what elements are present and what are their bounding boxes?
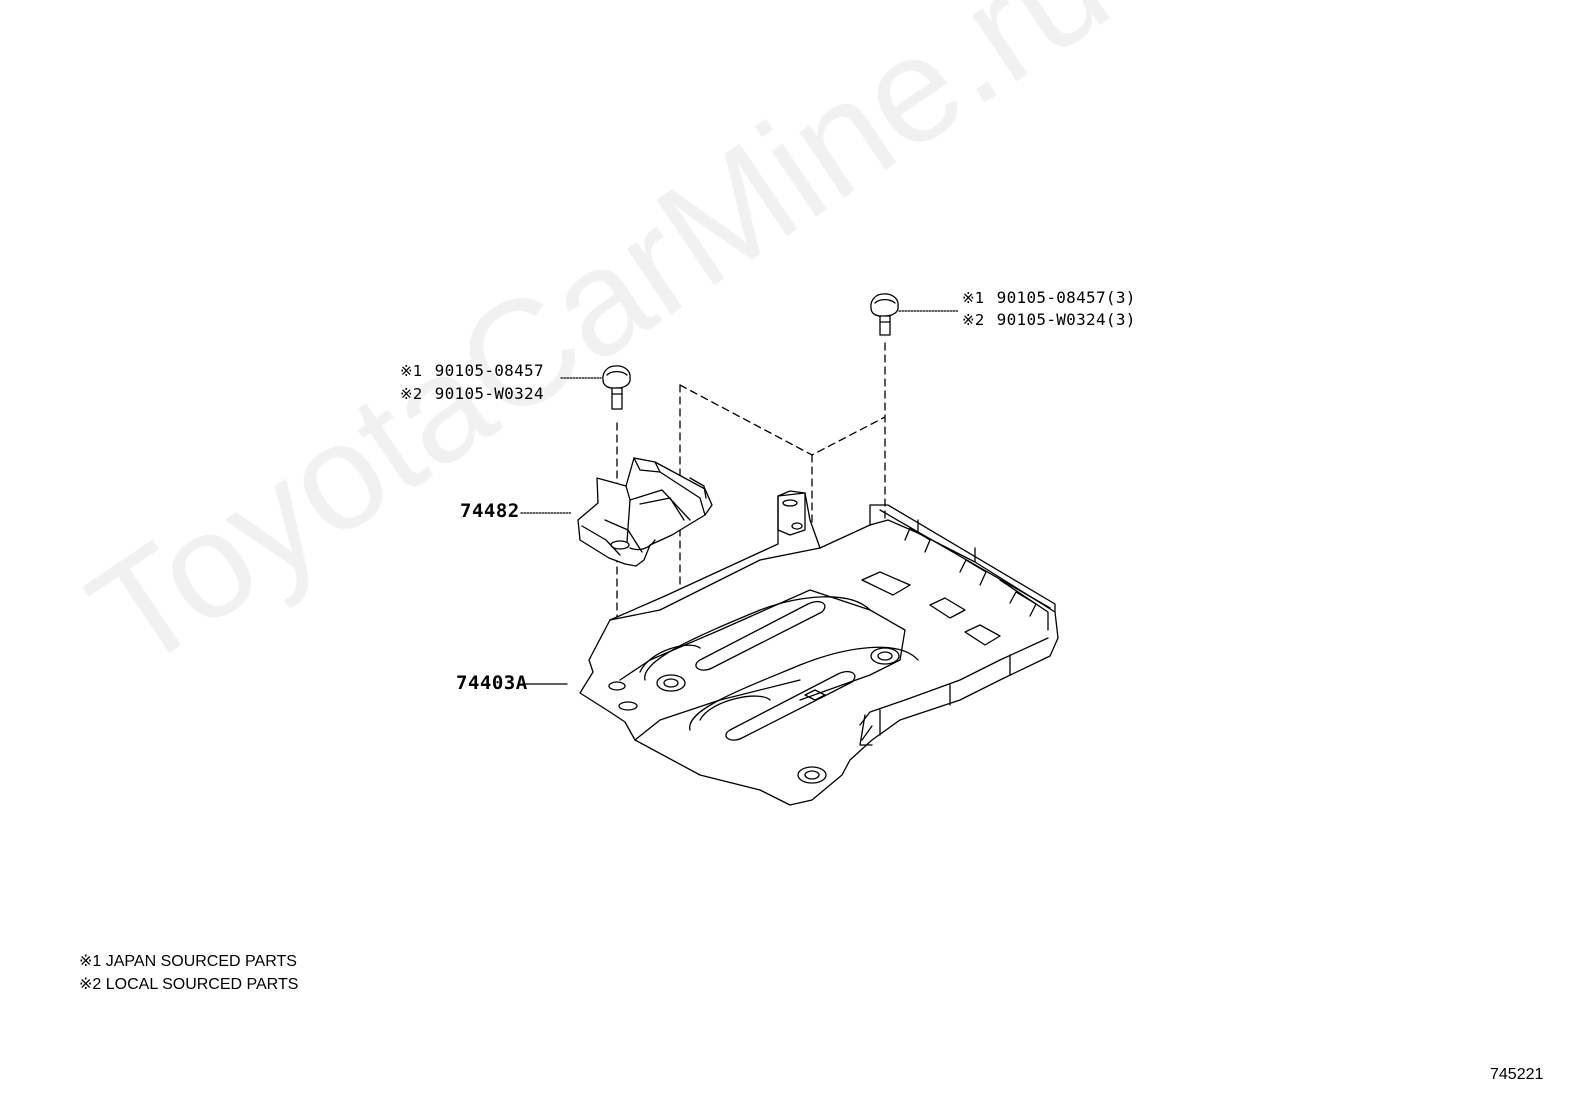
callout-bolt-right-line1: ※1 90105-08457(3)	[962, 290, 1136, 306]
part-number: 90105-W0324(3)	[996, 310, 1136, 329]
bolt-left-icon	[602, 365, 631, 410]
legend-line-1: ※1 JAPAN SOURCED PARTS	[79, 953, 297, 970]
legend-line-2: ※2 LOCAL SOURCED PARTS	[79, 976, 299, 993]
mark-2: ※2	[962, 311, 985, 329]
part-number: 90105-08457	[434, 361, 544, 380]
legend: ※1 JAPAN SOURCED PARTS ※2 LOCAL SOURCED …	[79, 950, 298, 996]
mark-2: ※2	[400, 385, 423, 403]
part-number: 90105-08457(3)	[996, 288, 1136, 307]
under-cover-part	[579, 490, 1059, 806]
callout-under-cover: 74403A	[456, 672, 528, 694]
figure-number: 745221	[1490, 1066, 1544, 1083]
mark-1: ※1	[400, 362, 423, 380]
callout-bolt-left-line1: ※1 90105-08457	[400, 363, 544, 379]
bracket-part	[577, 457, 713, 567]
callout-bolt-right-line2: ※2 90105-W0324(3)	[962, 312, 1136, 328]
mark-1: ※1	[962, 289, 985, 307]
callout-bracket: 74482	[460, 500, 520, 522]
bolt-right-icon	[870, 293, 899, 336]
callout-bolt-left-line2: ※2 90105-W0324	[400, 386, 544, 402]
part-number: 90105-W0324	[434, 384, 544, 403]
